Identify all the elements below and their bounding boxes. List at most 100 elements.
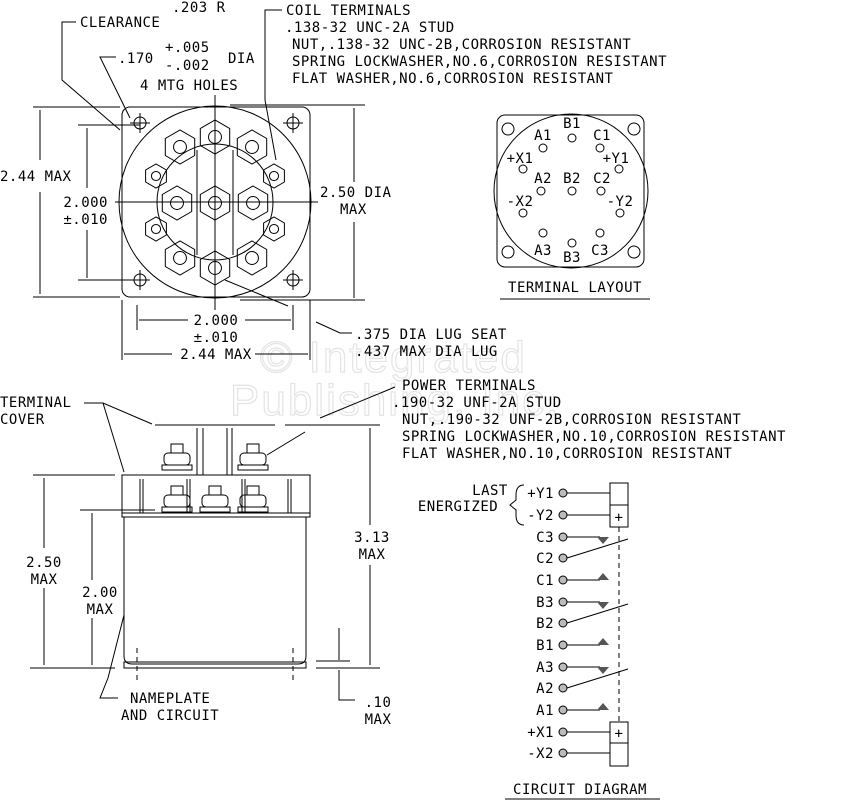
terminal-label: -X2 [507, 194, 534, 210]
terminal-stud [268, 223, 280, 235]
circuit-terminal-label: A2 [536, 681, 554, 697]
nut [163, 452, 191, 466]
circuit-terminal-label: +X1 [527, 725, 554, 741]
terminal-stud [245, 251, 259, 265]
terminal-label: B3 [563, 250, 581, 266]
last-energized-label: ENERGIZED [418, 499, 498, 515]
terminal-stud [268, 170, 280, 182]
nut [201, 494, 229, 508]
stud [246, 443, 260, 454]
terminal-node [558, 488, 568, 498]
contact-no [597, 573, 609, 580]
circuit-terminal-label: A3 [536, 660, 554, 676]
terminal-node [558, 662, 568, 672]
brace [509, 484, 525, 526]
circuit-terminal-label: -Y2 [527, 508, 554, 524]
terminal-stud [150, 223, 162, 235]
terminal-label: C1 [593, 128, 611, 144]
circuit-diagram: LAST ENERGIZED + + +Y1-Y2C3C2C1B3B2B1A3A… [418, 482, 660, 800]
terminal-node [558, 748, 568, 758]
lug-seat-label: .375 DIA LUG SEAT [355, 327, 507, 343]
terminal-stud [245, 140, 259, 154]
washer [237, 464, 269, 471]
dim-height: 2.44 MAX [0, 169, 72, 185]
terminal-node [558, 553, 568, 563]
terminal-stud [246, 196, 260, 210]
terminal-nut-hex [236, 129, 268, 165]
circuit-terminal-label: +Y1 [527, 486, 554, 502]
terminal-stud [208, 130, 222, 144]
contact-arm [566, 538, 629, 559]
terminal-label: C3 [591, 243, 609, 259]
nameplate-label: AND CIRCUIT [121, 708, 219, 724]
mounting-hole [627, 245, 641, 259]
top-view: .203 R CLEARANCE .170 +.005 -.002 DIA 4 … [0, 0, 667, 363]
power-terminal-spec: SPRING LOCKWASHER,NO.10,CORROSION RESIST… [402, 429, 786, 445]
last-energized-label: LAST [472, 483, 508, 499]
terminal-label: A3 [534, 243, 552, 259]
stud [246, 485, 260, 496]
terminal-hole [567, 186, 577, 196]
circuit-terminal-label: C2 [536, 551, 554, 567]
circuit-diagram-title: CIRCUIT DIAGRAM [513, 782, 647, 798]
terminal-node [558, 727, 568, 737]
washer [161, 464, 193, 471]
terminal-nut-hex [199, 250, 231, 286]
terminal-label: B2 [563, 171, 581, 187]
stud [170, 485, 184, 496]
dim-250: 2.50 [26, 555, 62, 571]
terminal-stud [150, 170, 162, 182]
terminal-hole [538, 228, 548, 238]
coil-terminals-title: COIL TERMINALS [286, 3, 411, 19]
terminal-hole [595, 228, 605, 238]
mtg-holes-label: 4 MTG HOLES [140, 78, 238, 94]
watermark-line-1: © Integrated [260, 333, 527, 382]
coil-terminal-spec: SPRING LOCKWASHER,NO.6,CORROSION RESISTA… [292, 54, 667, 70]
dim-hole-spacing-v: 2.000 [63, 195, 108, 211]
terminal-nut-hex [199, 119, 231, 155]
terminal-stud [173, 251, 187, 265]
contact-arm [566, 603, 629, 624]
terminal-hole [596, 186, 606, 196]
contact-arm [566, 668, 629, 689]
contact-nc [597, 602, 609, 609]
dim-313: 3.13 [354, 530, 390, 546]
lug-max-label: .437 MAX DIA LUG [355, 344, 498, 360]
terminal-header [121, 474, 311, 518]
terminal-cover-label: COVER [0, 412, 45, 428]
terminal-node [558, 532, 568, 542]
contact-no [597, 703, 609, 710]
terminal-node [558, 510, 568, 520]
terminal-stud [173, 140, 187, 154]
terminal-node [558, 683, 568, 693]
nut [239, 494, 267, 508]
terminal-label: +X1 [507, 151, 534, 167]
dim-width: 2.44 MAX [180, 347, 252, 363]
circuit-terminal-label: A1 [536, 703, 554, 719]
washer [199, 506, 231, 513]
terminal-label: -Y2 [607, 194, 634, 210]
terminal-nut-hex [263, 216, 285, 242]
dim-200: 2.00 [82, 585, 118, 601]
terminal-cover-label: TERMINAL [0, 395, 71, 411]
dim-010-max: MAX [365, 712, 392, 728]
terminal-label: A2 [534, 171, 552, 187]
coil-terminal-spec: NUT,.138-32 UNC-2B,CORROSION RESISTANT [292, 37, 631, 53]
dim-hole-spacing-v-tol: ±.010 [63, 212, 108, 228]
terminal-nut-hex [199, 185, 231, 221]
power-terminals-title: POWER TERMINALS [402, 378, 536, 394]
power-terminal-spec: FLAT WASHER,NO.10,CORROSION RESISTANT [402, 446, 732, 462]
terminal-layout-title: TERMINAL LAYOUT [508, 280, 642, 296]
nameplate-label: NAMEPLATE [130, 691, 210, 707]
coil-x-plus: + [615, 726, 624, 742]
terminal-stud [170, 196, 184, 210]
coil-y-plus: + [615, 510, 624, 526]
terminal-label: C2 [593, 171, 611, 187]
terminal-nut-hex [164, 129, 196, 165]
circuit-terminal-label: B1 [536, 638, 554, 654]
terminal-stud [208, 261, 222, 275]
terminal-node [558, 575, 568, 585]
mounting-hole [501, 245, 515, 259]
terminal-node [558, 597, 568, 607]
